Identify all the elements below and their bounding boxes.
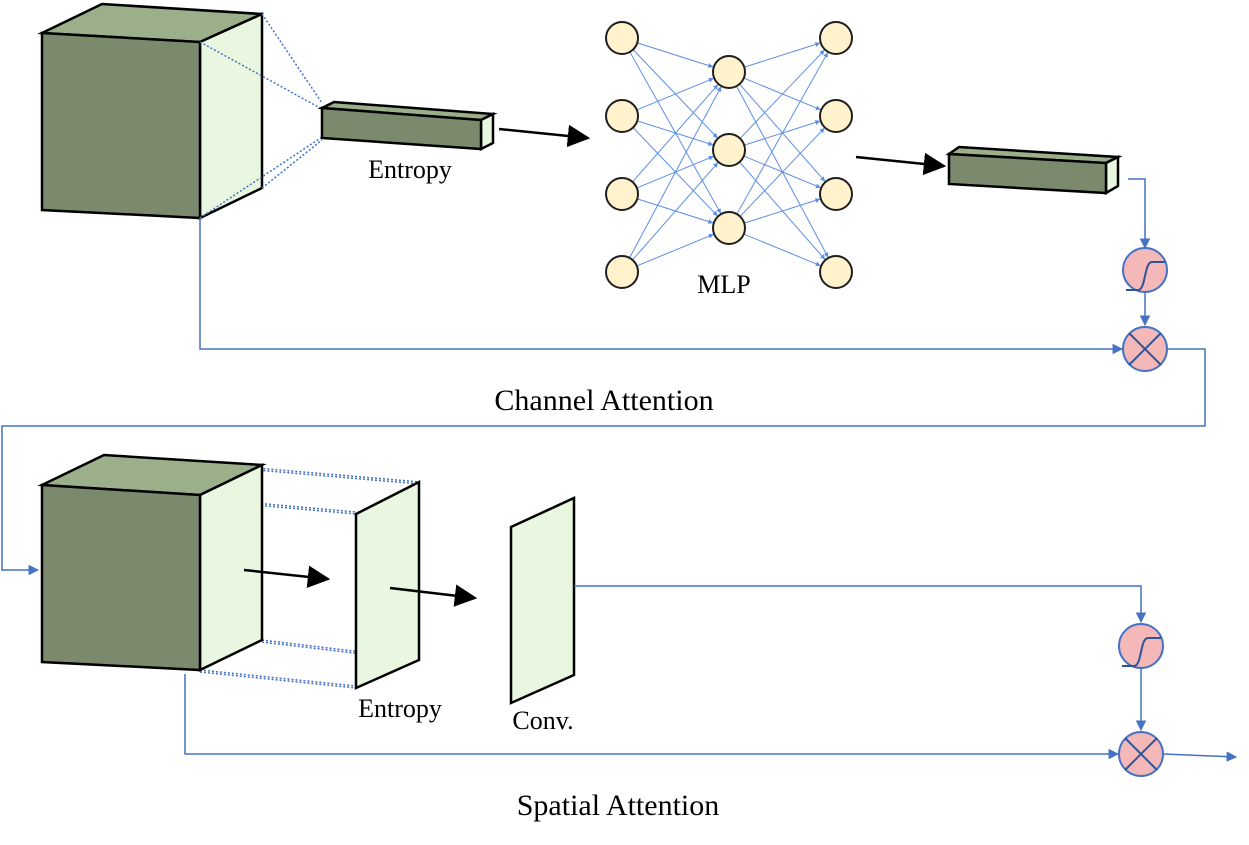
arrow-to-entropy-map: [243, 565, 331, 589]
spatial-skip-connector: [184, 674, 1120, 760]
mlp-edge: [632, 84, 719, 183]
mlp-neuron: [605, 21, 639, 55]
arrow-to-channel-weights: [855, 152, 947, 176]
arrow-to-mlp: [498, 124, 591, 148]
mlp-edge: [632, 162, 719, 261]
multiply-icon: [1122, 326, 1168, 372]
mlp-neuron: [605, 177, 639, 211]
mlp-edge: [636, 77, 714, 111]
mlp-edge: [637, 42, 714, 68]
mlp-neuron: [819, 21, 853, 55]
sigmoid-icon: [1122, 247, 1168, 293]
mlp-neuron: [712, 211, 746, 245]
mlp-edge: [636, 233, 714, 267]
mlp-edge: [739, 127, 825, 217]
channel-weight-vector: [945, 145, 1123, 196]
mlp-neurons: [605, 21, 853, 289]
conv-map: [509, 496, 576, 705]
channel-attention-title: Channel Attention: [494, 384, 713, 417]
mlp-edges: [629, 42, 829, 267]
mlp-label: MLP: [697, 270, 750, 299]
mlp-edge: [629, 86, 722, 259]
mlp-edge: [736, 52, 829, 215]
mlp-edge: [744, 42, 821, 68]
mlp-edge: [743, 233, 821, 267]
mlp-neuron: [712, 55, 746, 89]
cube-side-face: [198, 12, 264, 220]
cube-front-face: [40, 31, 202, 220]
cube-side-face: [198, 463, 264, 672]
channel-attention-section: Entropy MLP: [37, 2, 1168, 417]
arrow-to-conv: [389, 584, 478, 607]
connector-conv-to-sigmoid: [574, 585, 1147, 624]
mlp-neuron: [605, 99, 639, 133]
connector-weights-to-sigmoid: [1128, 178, 1151, 250]
cube-front-face: [40, 483, 202, 672]
spatial-attention-title: Spatial Attention: [517, 789, 720, 822]
conv-label: Conv.: [512, 706, 573, 735]
output-arrow: [1162, 751, 1238, 762]
multiply-icon: [1118, 731, 1164, 777]
mlp-edge: [739, 49, 825, 139]
stage-connector: [1, 348, 1206, 576]
spatial-entropy-map: [354, 479, 421, 690]
mlp-neuron: [605, 255, 639, 289]
mlp-neuron: [712, 133, 746, 167]
mlp-edge: [744, 198, 821, 224]
spatial-attention-section: Entropy Conv. Spatial Attention: [37, 453, 1238, 822]
channel-input-cube: [37, 2, 264, 220]
mlp-neuron: [819, 99, 853, 133]
channel-entropy-label: Entropy: [368, 155, 452, 184]
mlp-network: [605, 21, 853, 289]
sigmoid-icon: [1118, 623, 1164, 669]
mlp-neuron: [819, 177, 853, 211]
channel-projection-lines: [199, 13, 323, 219]
spatial-input-cube: [37, 453, 267, 672]
spatial-entropy-label: Entropy: [358, 694, 442, 723]
channel-entropy-vector: [317, 100, 498, 152]
mlp-neuron: [819, 255, 853, 289]
channel-skip-connector: [199, 218, 1124, 355]
